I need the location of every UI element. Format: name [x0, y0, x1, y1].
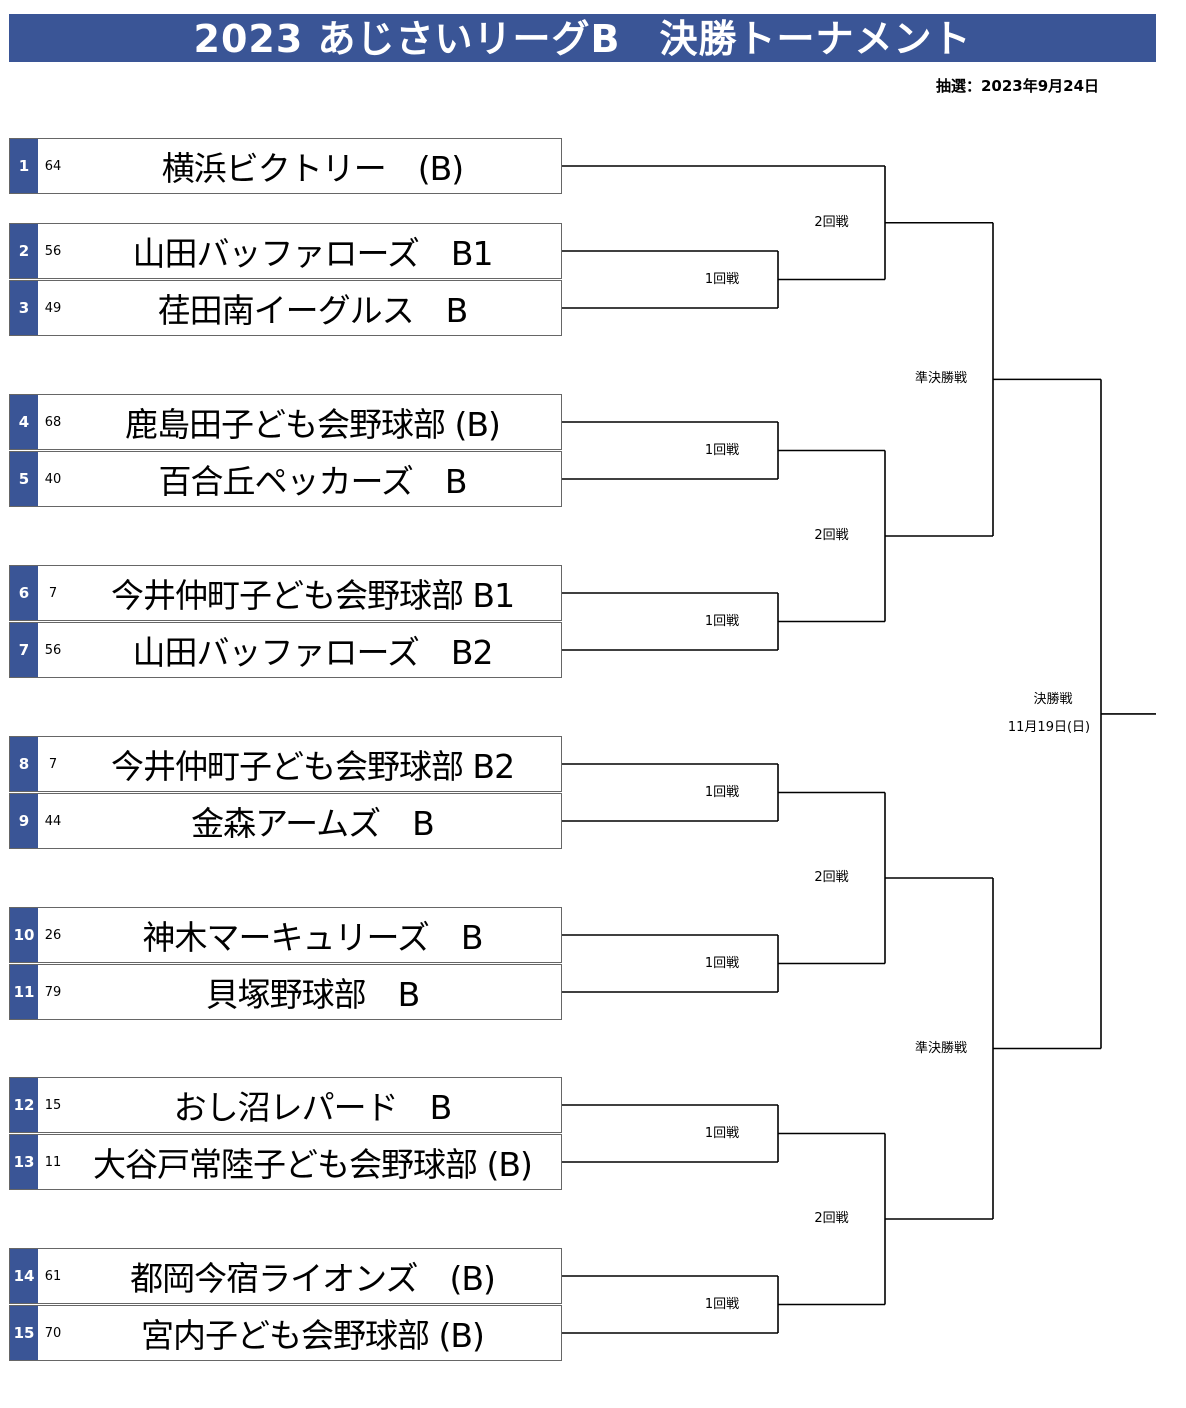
- round2-label: 2回戦: [814, 528, 849, 543]
- team-name: 山田バッファローズ B1: [132, 234, 494, 273]
- round1-label: 1回戦: [704, 1125, 740, 1141]
- team-name: 今井仲町子ども会野球部 B2: [110, 747, 515, 786]
- round2-label: 2回戦: [814, 870, 849, 885]
- team-seed: 9: [10, 794, 38, 848]
- team-number: 68: [44, 414, 62, 430]
- team-row: 3 49 荏田南イーグルス B: [9, 280, 562, 336]
- team-number: 26: [44, 927, 62, 943]
- team-seed: 8: [10, 737, 38, 791]
- team-number: 70: [44, 1325, 62, 1341]
- round1-label: 1回戦: [704, 442, 740, 458]
- semifinal-label: 準決勝戦: [914, 1040, 968, 1056]
- team-name: 山田バッファローズ B2: [132, 633, 494, 672]
- team-number: 11: [44, 1154, 62, 1170]
- team-seed: 7: [10, 623, 38, 677]
- round1-label: 1回戦: [704, 784, 740, 800]
- team-row: 2 56 山田バッファローズ B1: [9, 223, 562, 279]
- team-seed: 6: [10, 566, 38, 620]
- round2-label: 2回戦: [814, 1211, 849, 1226]
- round1-label: 1回戦: [704, 1296, 740, 1312]
- team-name: 荏田南イーグルス B: [157, 291, 469, 330]
- team-name: おし沼レパード B: [173, 1088, 453, 1127]
- team-row: 7 56 山田バッファローズ B2: [9, 622, 562, 678]
- team-seed: 4: [10, 395, 38, 449]
- team-seed: 13: [10, 1135, 38, 1189]
- team-name: 百合丘ペッカーズ B: [158, 462, 468, 501]
- team-number: 79: [44, 984, 62, 1000]
- team-row: 12 15 おし沼レパード B: [9, 1077, 562, 1133]
- team-seed: 3: [10, 281, 38, 335]
- round1-label: 1回戦: [704, 613, 740, 629]
- round2-label: 2回戦: [814, 214, 849, 230]
- team-row: 11 79 貝塚野球部 B: [9, 964, 562, 1020]
- team-seed: 11: [10, 965, 38, 1019]
- final-date-label: 11月19日(日): [1007, 719, 1091, 735]
- team-seed: 1: [10, 139, 38, 193]
- team-number: 7: [48, 585, 58, 601]
- team-number: 15: [44, 1097, 62, 1113]
- team-name: 鹿島田子ども会野球部 (B): [125, 405, 501, 444]
- team-number: 56: [44, 642, 62, 658]
- team-name: 都岡今宿ライオンズ (B): [130, 1259, 496, 1298]
- team-number: 61: [44, 1268, 62, 1284]
- team-name: 横浜ビクトリー (B): [161, 149, 464, 188]
- team-row: 15 70 宮内子ども会野球部 (B): [9, 1305, 562, 1361]
- team-seed: 12: [10, 1078, 38, 1132]
- team-row: 4 68 鹿島田子ども会野球部 (B): [9, 394, 562, 450]
- team-number: 40: [44, 471, 62, 487]
- team-name: 大谷戸常陸子ども会野球部 (B): [93, 1145, 533, 1184]
- team-number: 7: [48, 756, 58, 772]
- team-number: 56: [44, 243, 62, 259]
- round1-label: 1回戦: [704, 271, 740, 287]
- team-seed: 5: [10, 452, 38, 506]
- team-name: 今井仲町子ども会野球部 B1: [110, 576, 515, 615]
- team-seed: 15: [10, 1306, 38, 1360]
- team-number: 64: [44, 158, 62, 174]
- team-seed: 10: [10, 908, 38, 962]
- team-seed: 2: [10, 224, 38, 278]
- team-row: 9 44 金森アームズ B: [9, 793, 562, 849]
- team-seed: 14: [10, 1249, 38, 1303]
- team-name: 貝塚野球部 B: [205, 975, 421, 1014]
- page-title: 2023 あじさいリーグB 決勝トーナメント: [9, 14, 1156, 62]
- team-row: 5 40 百合丘ペッカーズ B: [9, 451, 562, 507]
- round1-label: 1回戦: [704, 955, 740, 971]
- team-row: 13 11 大谷戸常陸子ども会野球部 (B): [9, 1134, 562, 1190]
- team-name: 金森アームズ B: [191, 804, 435, 843]
- team-name: 宮内子ども会野球部 (B): [141, 1316, 485, 1355]
- final-label: 決勝戦: [1033, 691, 1073, 707]
- team-number: 44: [44, 813, 62, 829]
- team-name: 神木マーキュリーズ B: [142, 918, 484, 957]
- team-row: 10 26 神木マーキュリーズ B: [9, 907, 562, 963]
- team-row: 14 61 都岡今宿ライオンズ (B): [9, 1248, 562, 1304]
- team-row: 1 64 横浜ビクトリー (B): [9, 138, 562, 194]
- team-number: 49: [44, 300, 62, 316]
- draw-date: 抽選：2023年9月24日: [936, 77, 1100, 95]
- semifinal-label: 準決勝戦: [914, 371, 968, 387]
